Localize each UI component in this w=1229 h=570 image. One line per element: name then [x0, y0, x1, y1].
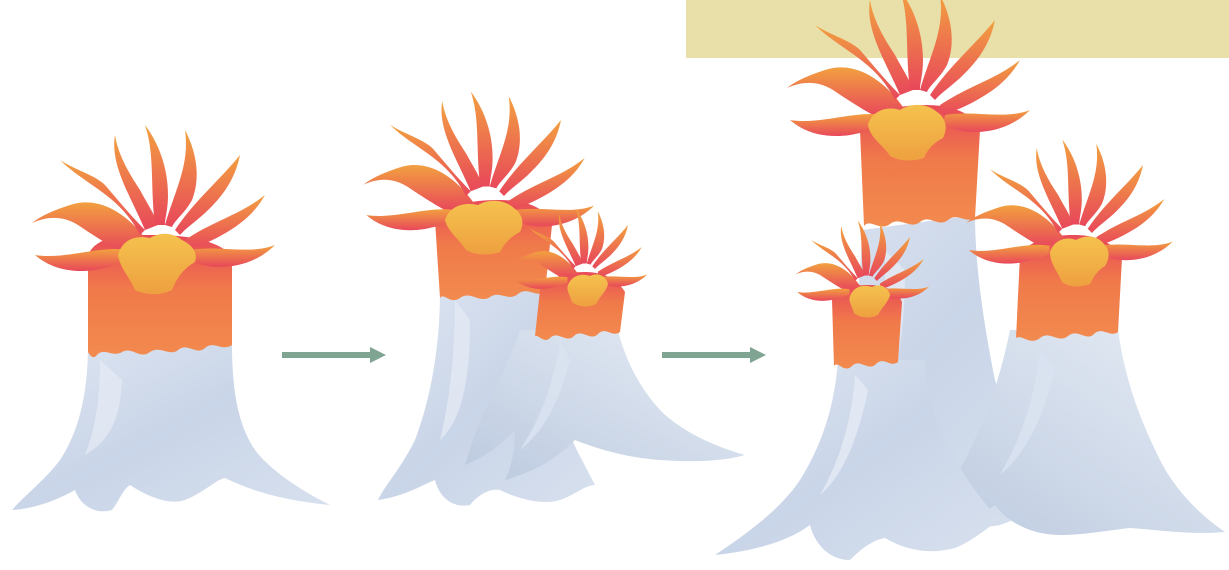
stage-3-colony: [715, 0, 1225, 560]
arrow-2: [662, 347, 766, 363]
arrow-1: [282, 347, 386, 363]
stage-1-single-polyp: [12, 125, 330, 511]
stage-2-budding-polyp: [363, 91, 745, 505]
